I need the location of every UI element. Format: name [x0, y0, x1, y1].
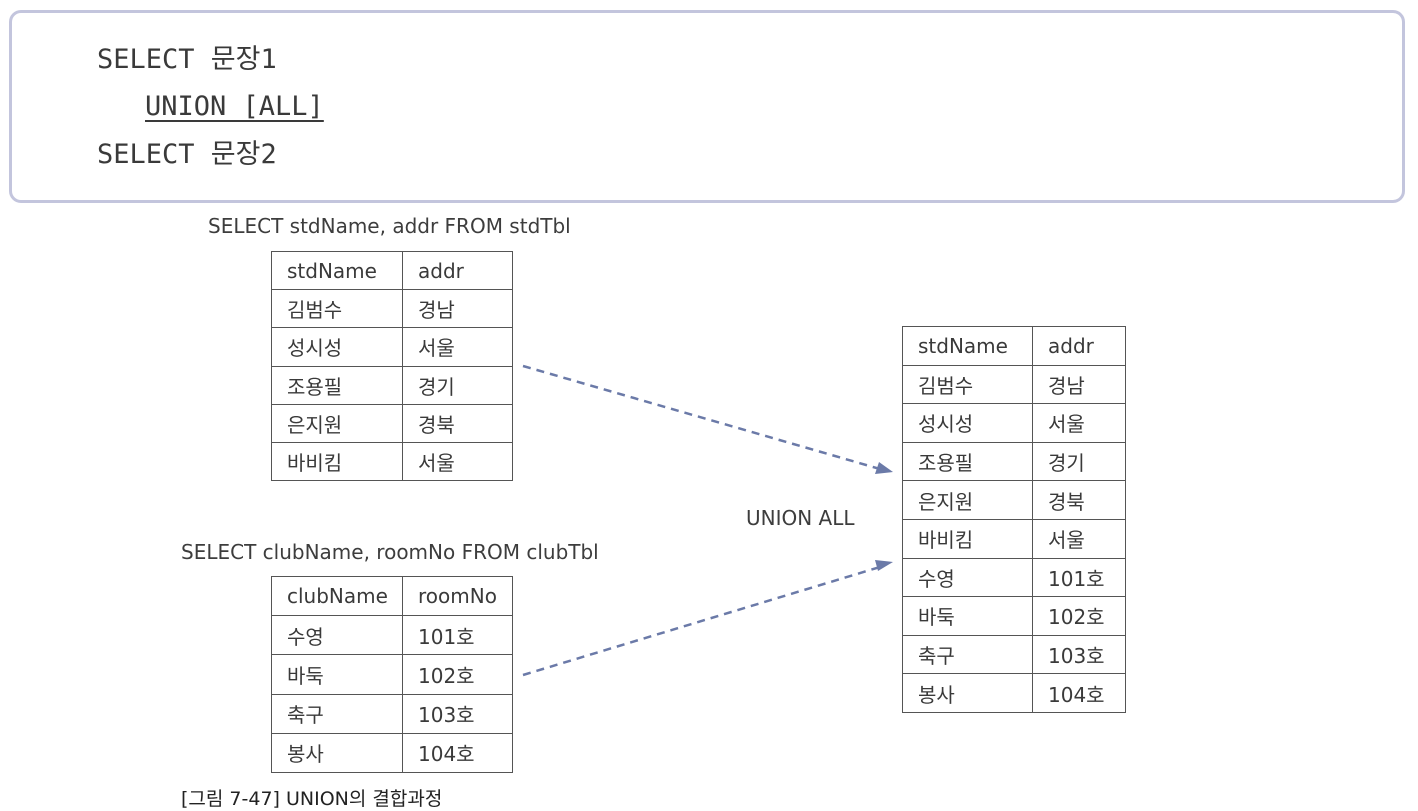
table-cell: 서울 — [402, 441, 513, 482]
table-cell: 축구 — [271, 693, 403, 734]
table-cell: 102호 — [402, 654, 513, 695]
table-cell: 바비킴 — [902, 518, 1033, 559]
table-cell: 조용필 — [902, 441, 1033, 482]
table-cell: 바둑 — [902, 596, 1033, 636]
table-cell: 은지원 — [271, 403, 403, 443]
arrow-std-to-result — [522, 364, 881, 471]
table-cell: 서울 — [1032, 518, 1126, 559]
table-cell: 서울 — [402, 327, 513, 367]
table-cell: 102호 — [1032, 596, 1126, 636]
table-cell: 경북 — [402, 403, 513, 443]
table-cell: 101호 — [1032, 557, 1126, 598]
syntax-line-union: UNION [ALL] — [145, 91, 324, 122]
table-cell: 바비킴 — [271, 441, 403, 482]
arrowhead-std — [875, 462, 893, 474]
table-cell: 경북 — [1032, 480, 1126, 520]
table-cell: 봉사 — [271, 732, 403, 773]
table-cell: 101호 — [402, 615, 513, 656]
header-cell: stdName — [902, 326, 1033, 366]
query-label-std: SELECT stdName, addr FROM stdTbl — [208, 214, 571, 238]
table-cell: 104호 — [402, 732, 513, 773]
header-cell: roomNo — [402, 575, 513, 617]
table-cell: 서울 — [1032, 403, 1126, 443]
table-cell: 경기 — [402, 365, 513, 405]
table-cell: 김범수 — [902, 364, 1033, 405]
header-cell: addr — [1032, 326, 1126, 366]
table-cell: 경남 — [1032, 364, 1126, 405]
arrowhead-club — [875, 560, 893, 571]
syntax-box — [9, 10, 1405, 203]
figure-caption: [그림 7-47] UNION의 결합과정 — [181, 788, 443, 810]
syntax-line-select-1: SELECT 문장1 — [97, 44, 277, 75]
table-cell: 경남 — [402, 289, 513, 329]
table-cell: 성시성 — [902, 403, 1033, 443]
table-cell: 103호 — [1032, 634, 1126, 675]
union-all-label: UNION ALL — [746, 506, 855, 530]
table-cell: 수영 — [902, 557, 1033, 598]
query-label-club: SELECT clubName, roomNo FROM clubTbl — [181, 540, 599, 564]
table-cell: 104호 — [1032, 673, 1126, 713]
table-cell: 은지원 — [902, 480, 1033, 520]
syntax-line-select-2: SELECT 문장2 — [97, 139, 277, 170]
table-cell: 103호 — [402, 693, 513, 734]
arrow-club-to-result — [522, 565, 881, 677]
table-cell: 봉사 — [902, 673, 1033, 713]
table-cell: 바둑 — [271, 654, 403, 695]
table-cell: 수영 — [271, 615, 403, 656]
